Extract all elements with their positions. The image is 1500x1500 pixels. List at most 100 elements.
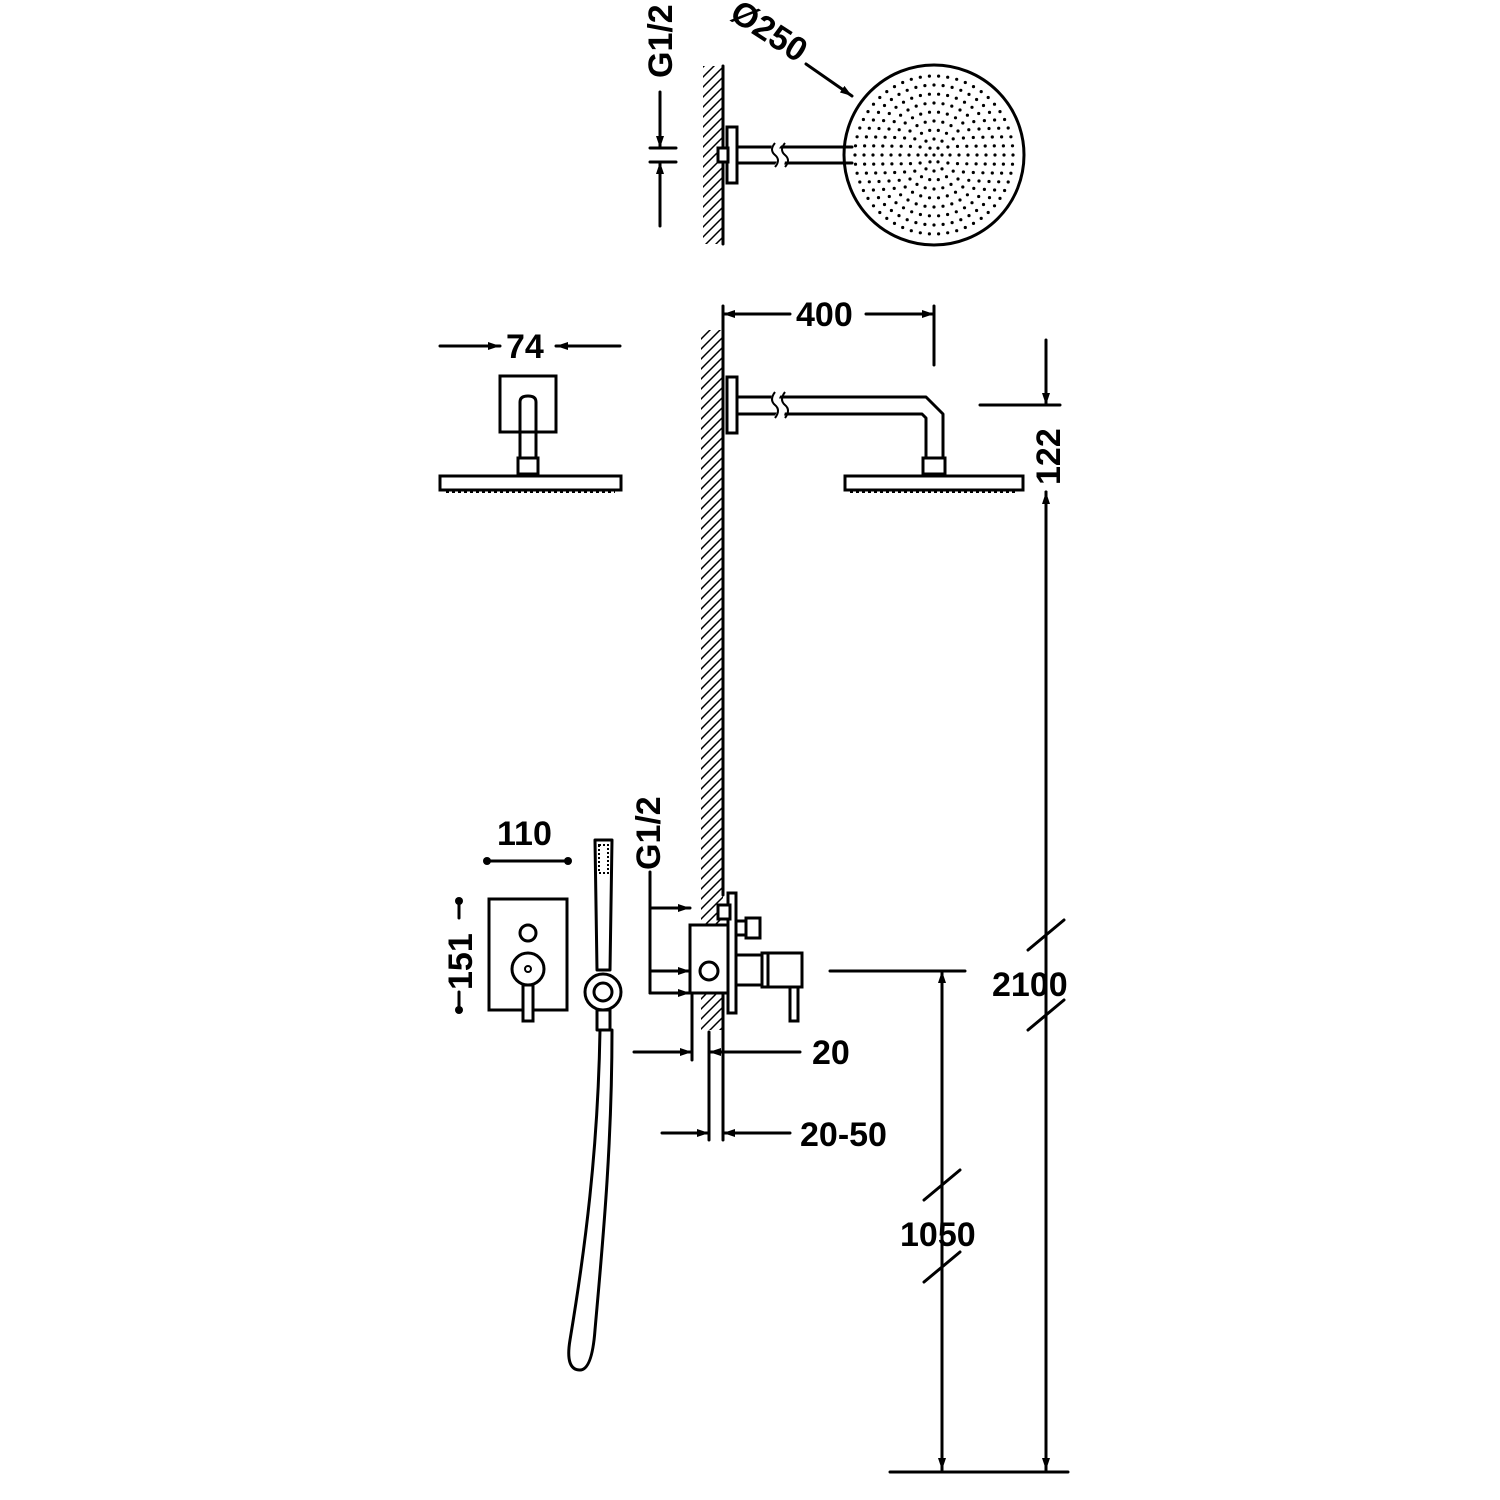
diameter-dimension: Ø250 <box>724 0 854 98</box>
nozzle-dot <box>897 214 901 218</box>
nozzle-dot <box>890 144 894 148</box>
nozzle-dot <box>924 167 928 171</box>
mixer-side <box>688 891 804 1023</box>
nozzle-dot <box>853 162 858 166</box>
nozzle-dot <box>872 144 876 148</box>
mixer-height-label: 1050 <box>900 1216 976 1254</box>
nozzle-dot <box>1003 117 1007 122</box>
nozzle-dot <box>906 198 910 202</box>
nozzle-dot <box>997 180 1001 184</box>
nozzle-dot <box>982 187 987 191</box>
nozzle-dot <box>987 179 991 184</box>
nozzle-dot <box>998 110 1002 114</box>
g12-top-dimension: G1/2 <box>642 4 680 228</box>
nozzle-dot <box>971 85 976 89</box>
nozzle-dot <box>953 190 958 194</box>
wall-offset-label: 20 <box>812 1034 850 1072</box>
nozzle-dot <box>932 101 936 105</box>
nozzle-dot <box>899 193 903 197</box>
wall-flange-side <box>725 375 739 435</box>
nozzle-dot <box>981 135 985 139</box>
nozzle-dot <box>961 136 966 140</box>
shower-holder <box>583 972 623 1012</box>
arm-length-dimension: 400 <box>721 296 936 367</box>
nozzle-dot <box>918 75 922 79</box>
nozzle-dot <box>863 162 867 166</box>
nozzle-dot <box>1009 171 1013 175</box>
nozzle-dot <box>903 136 907 140</box>
nozzle-dot <box>937 92 941 96</box>
nozzle-dot <box>910 96 914 100</box>
round-shower-head <box>842 63 1026 247</box>
nozzle-dot <box>993 153 997 157</box>
nozzle-dot <box>965 144 969 148</box>
nozzle-dot <box>927 92 932 96</box>
nozzle-dot <box>872 162 876 166</box>
nozzle-dot <box>918 161 922 165</box>
nozzle-dot <box>914 85 918 89</box>
nozzle-dot <box>887 111 891 116</box>
nozzle-dot <box>915 182 919 186</box>
nozzle-dot <box>923 102 927 106</box>
nozzle-dot <box>950 202 954 206</box>
nozzle-dot <box>961 121 965 125</box>
top-view: Ø250 G1/2 <box>642 0 1026 247</box>
nozzle-dot <box>889 208 894 213</box>
nozzle-dot <box>928 178 932 182</box>
nozzle-dot <box>918 145 922 149</box>
nozzle-dot <box>910 210 914 214</box>
nozzle-dot <box>910 116 915 120</box>
nozzle-dot <box>955 229 959 233</box>
nozzle-dot <box>946 75 950 79</box>
nozzle-dot <box>955 144 960 148</box>
nozzle-dot <box>998 196 1002 200</box>
nozzle-dot <box>946 212 950 217</box>
nozzle-dot <box>864 171 869 175</box>
nozzle-dot <box>885 90 889 94</box>
nozzle-dot <box>914 104 918 108</box>
nozzle-dot <box>949 182 953 186</box>
nozzle-dot <box>889 97 894 102</box>
nozzle-dot <box>918 231 922 235</box>
nozzle-dot <box>972 120 976 124</box>
nozzle-dot <box>986 210 990 215</box>
nozzle-dot <box>927 110 932 114</box>
nozzle-dot <box>913 169 917 173</box>
nozzle-dot <box>953 116 958 120</box>
nozzle-dot <box>887 194 891 199</box>
nozzle-dot <box>867 180 871 184</box>
nozzle-dot <box>901 100 906 104</box>
nozzle-dot <box>919 112 923 116</box>
nozzle-dot <box>908 162 913 166</box>
nozzle-dot <box>975 208 979 213</box>
nozzle-dot <box>924 153 928 157</box>
nozzle-dot <box>987 196 992 200</box>
nozzle-dot <box>959 88 963 92</box>
nozzle-dot <box>905 218 909 222</box>
nozzle-dot <box>971 170 975 175</box>
nozzle-dot <box>936 160 940 164</box>
nozzle-dot <box>923 204 927 208</box>
nozzle-dot <box>866 110 870 114</box>
nozzle-dot <box>971 221 976 225</box>
nozzle-dot <box>877 126 881 131</box>
nozzle-dot <box>916 153 920 157</box>
nozzle-dot <box>919 131 924 135</box>
nozzle-dot <box>889 153 893 157</box>
nozzle-dot <box>907 153 911 157</box>
nozzle-dot <box>861 117 866 122</box>
nozzle-dot <box>882 119 886 123</box>
nozzle-dot <box>914 221 918 225</box>
nozzle-dot <box>883 171 887 175</box>
nozzle-dot <box>970 105 974 109</box>
nozzle-dot <box>901 80 905 85</box>
nozzle-dot <box>862 153 866 157</box>
nozzle-dot <box>950 104 954 108</box>
head-drop-dimension: 122 <box>978 338 1068 542</box>
nozzle-dot <box>899 113 903 117</box>
nozzle-dot <box>890 162 894 166</box>
nozzle-dot <box>946 145 950 149</box>
nozzle-dot <box>966 153 970 157</box>
nozzle-dot <box>954 210 958 214</box>
